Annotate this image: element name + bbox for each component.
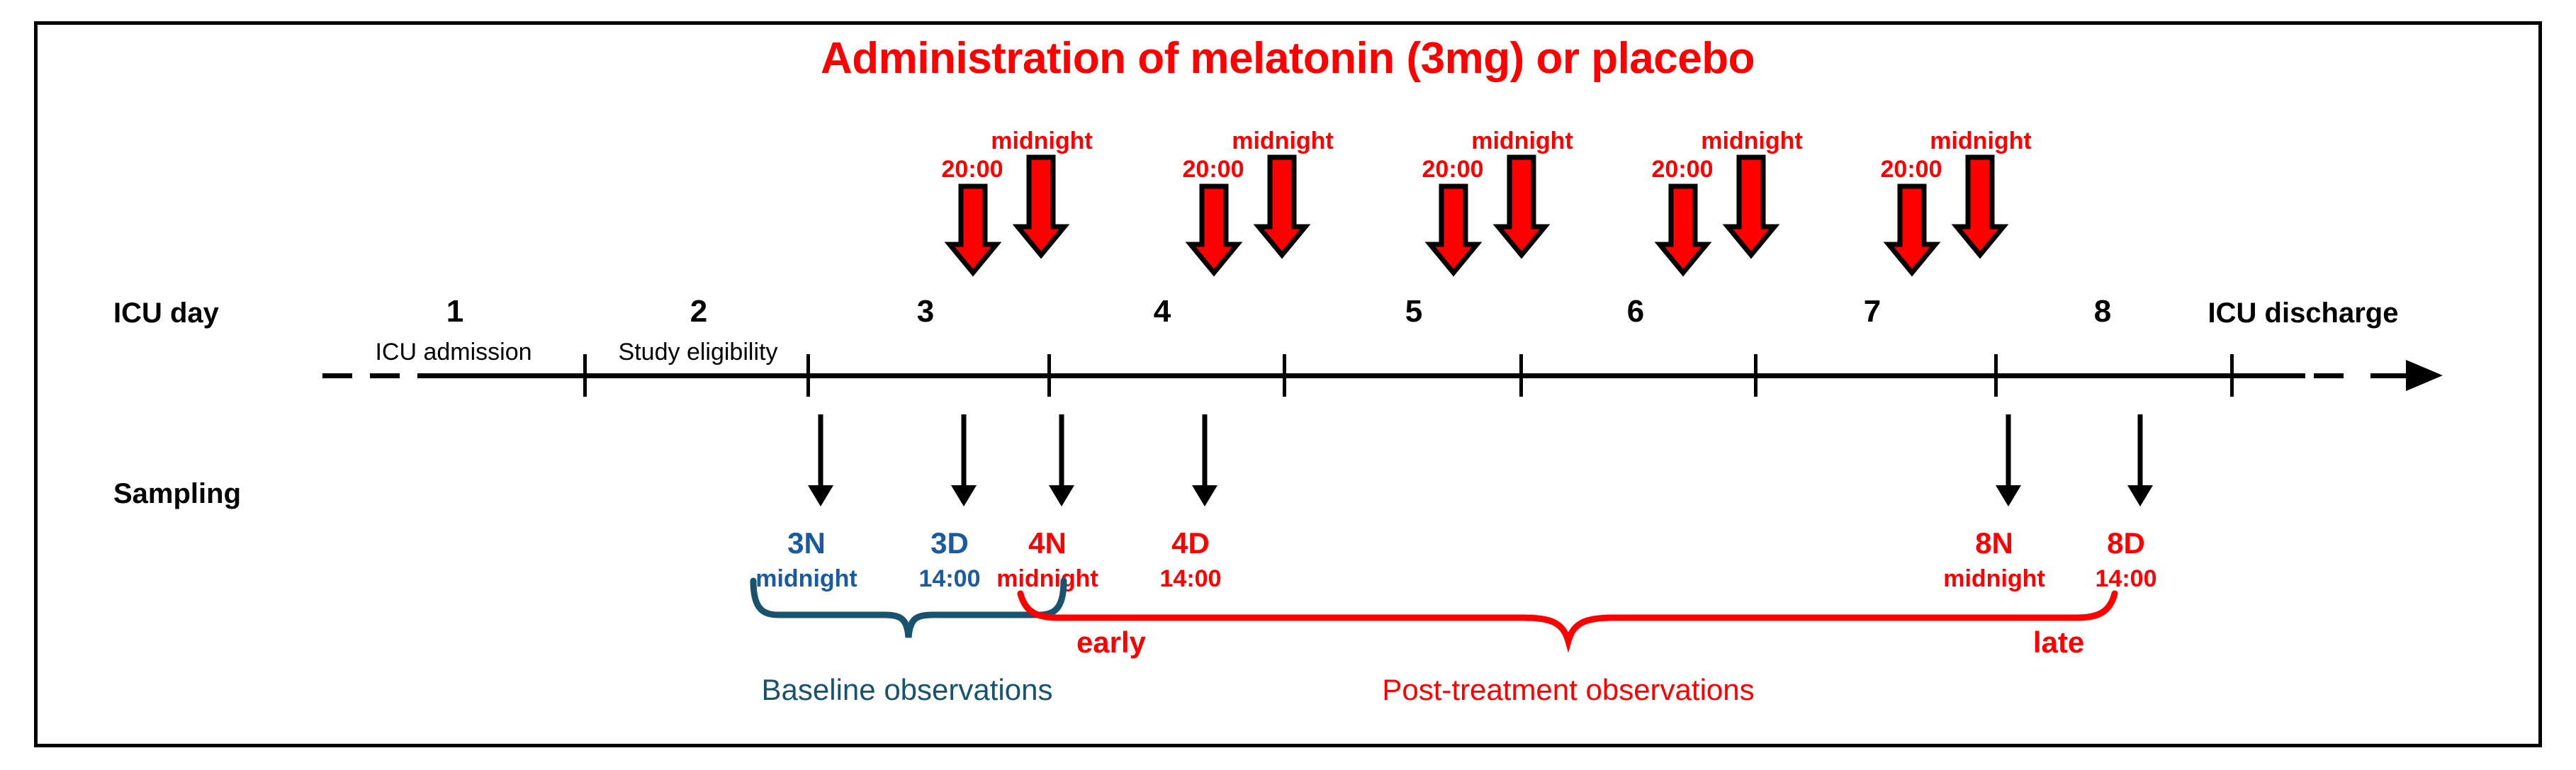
sampling-code-8N: 8N [1975, 526, 2013, 560]
early-group-label: early [1076, 625, 1147, 659]
dosing-label-2000-day6: 20:00 [1651, 156, 1714, 183]
sampling-arrow-8D [2126, 414, 2154, 506]
timeline-arrow-tail [2370, 373, 2409, 378]
sampling-code-3N: 3N [787, 526, 826, 560]
event-label-icu-admission: ICU admission [375, 339, 532, 366]
late-group-label: late [2032, 625, 2085, 659]
sampling-time-4D: 14:00 [1159, 565, 1222, 592]
day-number-3: 3 [916, 294, 935, 329]
axis-tick-2 [806, 354, 810, 397]
dosing-label-midnight-day5: midnight [1471, 128, 1573, 154]
icu-discharge-label: ICU discharge [2207, 298, 2399, 329]
post-treatment-observations-label: Post-treatment observations [1382, 673, 1755, 706]
axis-tick-3 [1047, 354, 1051, 397]
day-number-6: 6 [1626, 294, 1645, 329]
sampling-code-8D: 8D [2107, 526, 2145, 560]
axis-dash-left-1 [322, 373, 352, 378]
sampling-row-label: Sampling [113, 478, 242, 509]
dosing-label-midnight-day3: midnight [991, 128, 1093, 154]
event-label-study-eligibility: Study eligibility [618, 339, 778, 366]
sampling-arrow-3N [806, 414, 835, 506]
figure-title: Administration of melatonin (3mg) or pla… [821, 34, 1755, 83]
axis-tick-8 [2230, 354, 2234, 397]
axis-dash-left-2 [370, 373, 400, 378]
sampling-code-4D: 4D [1171, 526, 1210, 560]
day-number-2: 2 [690, 294, 708, 329]
sampling-time-8N: midnight [1943, 565, 2045, 592]
axis-tick-1 [583, 354, 587, 397]
day-number-7: 7 [1863, 294, 1882, 329]
day-number-4: 4 [1153, 294, 1171, 329]
dosing-label-2000-day7: 20:00 [1880, 156, 1942, 183]
right-arrow-icon [2406, 360, 2443, 391]
sampling-arrow-4D [1191, 414, 1219, 506]
day-number-8: 8 [2093, 294, 2112, 329]
axis-tick-4 [1283, 354, 1286, 397]
dosing-label-midnight-day6: midnight [1701, 128, 1803, 154]
sampling-time-3D: 14:00 [918, 565, 981, 592]
axis-tick-5 [1519, 354, 1523, 397]
day-number-1: 1 [446, 294, 464, 329]
sampling-code-4N: 4N [1028, 526, 1067, 560]
day-number-5: 5 [1405, 294, 1423, 329]
axis-dash-right-2 [2314, 373, 2344, 378]
icu-day-row-label: ICU day [113, 298, 219, 329]
axis-dash-left-3 [417, 373, 447, 378]
sampling-time-8D: 14:00 [2095, 565, 2157, 592]
dosing-label-2000-day5: 20:00 [1422, 156, 1484, 183]
dosing-label-midnight-day7: midnight [1930, 128, 2032, 154]
sampling-time-4N: midnight [996, 565, 1098, 592]
axis-tick-7 [1994, 354, 1998, 397]
sampling-arrow-8N [1994, 414, 2023, 506]
baseline-observations-label: Baseline observations [761, 673, 1053, 706]
sampling-time-3N: midnight [755, 565, 857, 592]
axis-dash-right-1 [2266, 373, 2296, 378]
axis-tick-6 [1754, 354, 1757, 397]
timeline-axis [443, 373, 2305, 378]
sampling-code-3D: 3D [930, 526, 969, 560]
dosing-label-2000-day3: 20:00 [941, 156, 1003, 183]
sampling-arrow-4N [1047, 414, 1076, 506]
dosing-label-2000-day4: 20:00 [1182, 156, 1244, 183]
sampling-arrow-3D [950, 414, 978, 506]
dosing-label-midnight-day4: midnight [1232, 128, 1334, 154]
